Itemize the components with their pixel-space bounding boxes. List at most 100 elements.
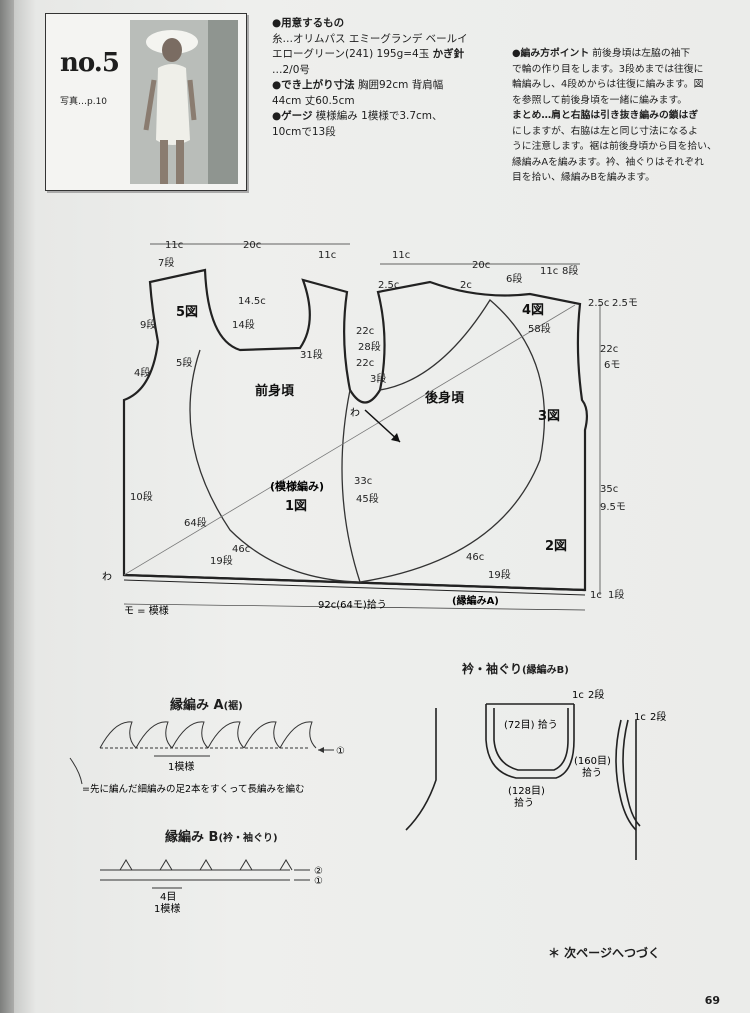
dim-label: 31段 (300, 348, 323, 361)
points-heading: ●編み方ポイント (512, 48, 590, 59)
dim-label: 20c (243, 240, 261, 251)
points-line: 輪編みし、4段めからは往復に編みます。図 (512, 79, 704, 90)
front-body-label: 前身頃 (255, 383, 295, 399)
border-b-row-1: ① (314, 876, 323, 887)
neck-dim-c: 1c (572, 690, 584, 701)
border-a-title: 縁編み A (170, 698, 224, 713)
border-b-title: 縁編み B (165, 830, 219, 845)
points-line: にしますが、右脇は左と同じ寸法になるよ (512, 125, 698, 137)
dim-label: 9段 (140, 318, 156, 331)
guide-line (123, 304, 576, 576)
dim-label: 33c (354, 476, 372, 487)
dim-label: 9.5モ (600, 502, 626, 513)
finished-size-line-1: 胸囲92cm 背肩幅 (358, 79, 444, 91)
border-a-row-marker: ① (336, 746, 345, 757)
dim-label: 4段 (134, 366, 150, 379)
fig2-label: 2図 (545, 539, 567, 554)
dim-label: 20c (472, 260, 490, 271)
dim-label: 1段 (608, 588, 624, 601)
border-b-title-wrap: 縁編み B(衿・袖ぐり) (165, 826, 278, 845)
dim-label: 7段 (158, 256, 174, 269)
finished-size-line-2: 44cm 丈60.5cm (272, 94, 355, 107)
dim-label: 46c (466, 552, 484, 563)
neck-bottom-count: (128目) (508, 786, 545, 797)
dim-label: 28段 (358, 340, 381, 353)
gauge-line-1: 模様編み 1模様で3.7cm、 (315, 110, 443, 122)
dim-label: 11c (540, 266, 558, 277)
instructions-section: ●編み方ポイント 前後身頃は左脇の袖下 で輪の作り目をします。3段めまでは往復に… (512, 46, 742, 186)
model-photo (130, 20, 238, 184)
dim-label: 6段 (506, 272, 522, 285)
fig1-label: 1図 (285, 499, 307, 514)
neck-armhole-title-wrap: 衿・袖ぐり(縁編みB) (462, 660, 569, 677)
dim-label: 35c (600, 484, 618, 495)
dim-label: 46c (232, 544, 250, 555)
dim-label: 2.5モ (612, 298, 638, 309)
legend-label: モ = 模様 (124, 604, 169, 617)
dim-line (123, 603, 586, 611)
border-b-chart: 4目 1模様 ② ① (100, 859, 323, 915)
dim-label: 11c (165, 240, 183, 251)
pattern-number: no.5 (60, 48, 120, 78)
neck-dim-dan: 2段 (588, 688, 604, 701)
armhole-count: (160目) (574, 756, 611, 767)
fig5-label: 5図 (176, 305, 198, 320)
dim-label: 58段 (528, 322, 551, 335)
fig4-label: 4図 (522, 303, 544, 318)
dim-label: 2c (460, 280, 472, 291)
dim-label: 45段 (356, 492, 379, 505)
dim-label: 64段 (184, 516, 207, 529)
yarn-line-1: 糸…オリムパス エミーグランデ ベールイ (272, 32, 468, 45)
garment-schematic: 11c 20c 11c 11c 20c 11c 2.5c 2c 14.5c 22… (102, 240, 638, 617)
neck-armhole-subtitle: (縁編みB) (522, 665, 569, 676)
back-body-label: 後身頃 (425, 390, 465, 406)
gauge-line-2: 10cmで13段 (272, 125, 336, 138)
page-number: 69 (704, 994, 720, 1007)
border-a-label: (縁編みA) (452, 594, 499, 607)
dim-label: 11c (392, 250, 410, 261)
border-a-chart: 1模様 ① =先に編んだ細編みの足2本をすくって長編みを編む (69, 721, 345, 795)
armhole-dim-dan: 2段 (650, 710, 666, 723)
neck-armhole-title: 衿・袖ぐり (462, 662, 523, 676)
armhole-pick: 拾う (582, 766, 602, 779)
hook-size: …2/0号 (272, 63, 310, 76)
materials-section: ●用意するもの 糸…オリムパス エミーグランデ ベールイ エローグリーン(241… (272, 16, 502, 140)
dim-label: 22c (356, 326, 374, 337)
continue-note: ＊ 次ページへつづく (548, 946, 660, 960)
dim-label: 22c (600, 344, 618, 355)
back-circle-arc (359, 299, 546, 583)
dim-label: 19段 (488, 568, 511, 581)
dim-label: 14段 (232, 318, 255, 331)
neck-armhole-diagram: (72目) 拾う (128目) 拾う (160目) 拾う 1c 2段 1c 2段 (405, 688, 666, 860)
points-line: を参照して前後身頃を一緒に編みます。 (512, 94, 688, 106)
border-line (123, 579, 586, 596)
arrowhead-icon (391, 433, 400, 442)
fig3-label: 3図 (538, 409, 560, 424)
points-line: 前後身頃は左脇の袖下 (592, 48, 691, 59)
dim-label: 5段 (176, 356, 192, 369)
border-b-subtitle: (衿・袖ぐり) (218, 833, 278, 844)
dim-label: 8段 (562, 264, 578, 277)
dim-label: 19段 (210, 554, 233, 567)
gauge-heading: ●ゲージ (272, 110, 313, 122)
border-a-subtitle: (裾) (223, 701, 243, 712)
points-line: 目を拾い、縁編みBを編みます。 (512, 172, 655, 183)
bottom-measure: 92c(64モ)拾う (318, 598, 387, 611)
dim-label: 1c (590, 590, 602, 601)
border-b-row-2: ② (314, 866, 323, 877)
yarn-line-2: エローグリーン(241) 195g=4玉 (272, 48, 430, 60)
dim-label: 10段 (130, 490, 153, 503)
border-b-repeat: 1模様 (154, 902, 180, 915)
border-b-stitches: 4目 (160, 892, 176, 903)
neck-bottom-pick: 拾う (514, 796, 534, 809)
dim-label: 11c (318, 250, 336, 261)
dim-label: 2.5c (588, 298, 609, 309)
points-line: 縁編みAを編みます。衿、袖ぐりはそれぞれ (512, 156, 704, 168)
materials-heading: ●用意するもの (272, 17, 345, 29)
armhole-dim-c: 1c (634, 712, 646, 723)
points-line: まとめ…肩と右脇は引き抜き編みの鎖はぎ (512, 110, 699, 121)
pattern-card: no.5 写真…p.10 (45, 13, 247, 191)
front-circle-arc (189, 349, 361, 583)
hook-label: かぎ針 (432, 48, 465, 60)
points-line: で輪の作り目をします。3段めまでは往復に (512, 63, 704, 75)
